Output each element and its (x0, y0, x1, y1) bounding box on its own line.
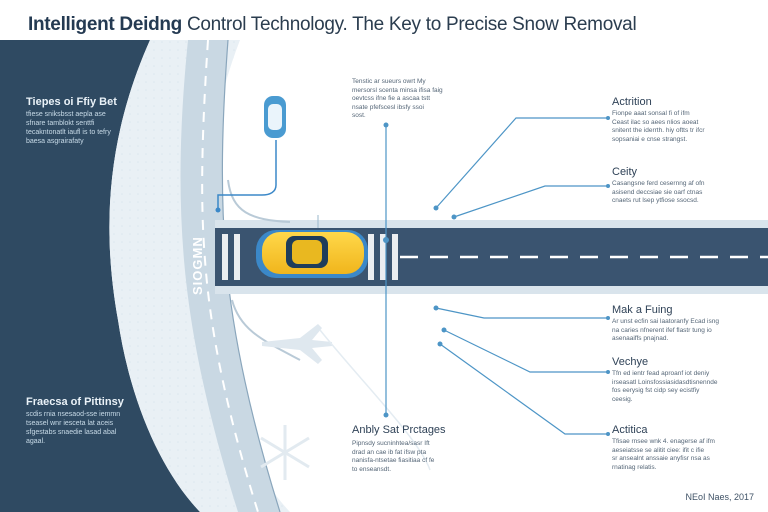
crosswalk (222, 234, 398, 280)
callout-body-3: Ar unst ecfin sai laatoranfy Ecad isng n… (612, 318, 719, 342)
side-heading-1: Tiepes oi Ffiy Bet (26, 96, 117, 108)
callout-body-1: Fionpe aaat sonsal fi of ifm Ceast ilac … (612, 110, 705, 143)
callout-body-5: Tfisae rnsee wnk 4. enagerse af ifm aese… (612, 438, 715, 471)
title-rest: Control Technology. The Key to Precise S… (182, 14, 637, 35)
snowflake-icon (260, 425, 310, 480)
center-bottom-heading: Anbly Sat Prctages (352, 424, 446, 436)
side-body-2: scdis rnia nsesaod-sse iemmn tseasel wnr… (26, 411, 121, 445)
callout-heading-2: Ceity (612, 166, 638, 178)
callout-connectors (435, 117, 608, 435)
side-panel-arc (0, 40, 200, 512)
callout-heading-4: Vechye (612, 356, 649, 368)
footer-credit: NEoI Naes, 2017 (685, 492, 754, 502)
callout-heading-3: Mak a Fuing (612, 304, 673, 316)
callout-heading-1: Actrition (612, 96, 652, 108)
diagram-title: Intelligent Deidng Control Technology. T… (28, 14, 637, 36)
title-bold: Intelligent Deidng (28, 14, 182, 35)
side-body-1: tfiese sniksbsst aepla ase sfnare tamblo… (26, 111, 111, 145)
callout-body-4: Tfn ed ientr fead aproanf iot deniy irse… (612, 370, 718, 403)
callout-heading-5: Actitica (612, 424, 648, 436)
side-heading-2: Fraecsa of Pittinsy (26, 396, 124, 408)
yellow-car-icon (256, 230, 368, 278)
plane-icon (262, 324, 332, 364)
callout-body-2: Casangsne ferd cesernng af ofn asisend d… (612, 180, 705, 204)
small-car-icon (264, 96, 286, 138)
vertical-road (180, 40, 280, 512)
center-top-text: Tenstic ar sueurs owrt My mersorsl scent… (352, 78, 443, 119)
center-bottom-text: Pipnsdy sucninhtea/sasr Ift drad an cae … (352, 440, 435, 473)
road-label: SIOGMN (190, 236, 205, 296)
